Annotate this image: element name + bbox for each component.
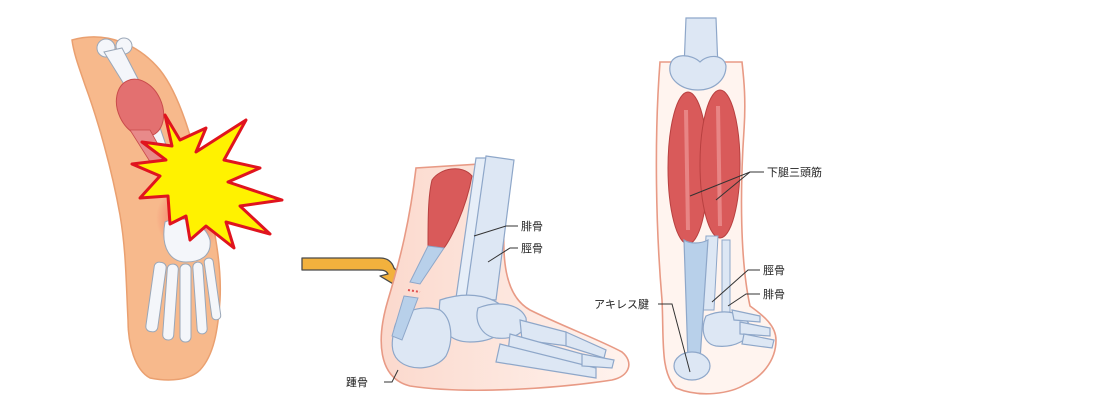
fibula-back (721, 239, 731, 313)
side-leaders (384, 225, 518, 383)
label-tibia-side: 脛骨 (521, 242, 543, 255)
tibia-bone (465, 155, 515, 301)
knee-condyles (669, 55, 727, 91)
back-leaders (658, 171, 764, 373)
achilles-tendon-lower (391, 295, 419, 341)
muscle-sheen (684, 105, 722, 231)
label-fibula-side: 腓骨 (521, 220, 543, 233)
label-fibula-back: 腓骨 (763, 288, 785, 301)
label-calcaneus: 踵骨 (346, 375, 368, 389)
label-achilles: アキレス腱 (594, 298, 649, 311)
label-tibia-back: 脛骨 (763, 264, 785, 277)
foot-bones-icon (145, 218, 222, 343)
leg-back-illustration: 下腿三頭筋 脛骨 腓骨 アキレス腱 (594, 17, 822, 395)
right-arrow-icon (301, 257, 407, 289)
pain-burst-icon (130, 113, 284, 250)
calf-muscle (427, 168, 473, 249)
injured-leg-illustration (71, 36, 284, 381)
tarsal-bones (391, 294, 615, 379)
foot-side-illustration: 腓骨 脛骨 踵骨 (346, 155, 630, 392)
achilles-tendon-upper (409, 245, 445, 285)
back-foot-bones (673, 309, 775, 381)
achilles-tendon-back (683, 238, 709, 361)
label-triceps-surae: 下腿三頭筋 (767, 165, 822, 179)
